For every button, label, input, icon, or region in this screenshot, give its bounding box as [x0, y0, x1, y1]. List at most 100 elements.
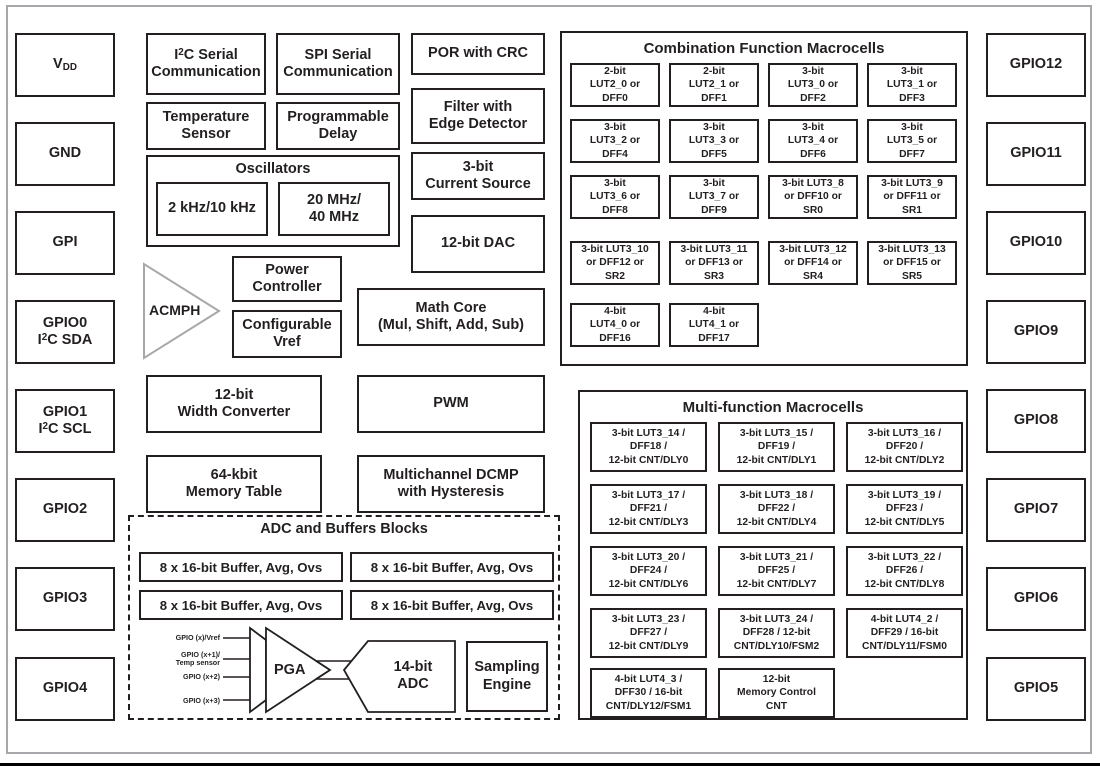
oscillator-high-label: 20 MHz/40 MHz [307, 191, 361, 225]
math-core-label: Math Core(Mul, Shift, Add, Sub) [377, 299, 525, 333]
pin-gpio5-label: GPIO5 [1013, 680, 1059, 697]
pin-gnd-label: GND [48, 145, 82, 162]
pin-gpio10[interactable]: GPIO10 [986, 211, 1086, 275]
pin-gpio6-label: GPIO6 [1013, 590, 1059, 607]
mf-macrocell-lut3-21[interactable]: 3-bit LUT3_21 /DFF25 /12-bit CNT/DLY7 [718, 546, 835, 596]
mf-macrocell-lut3-14[interactable]: 3-bit LUT3_14 /DFF18 /12-bit CNT/DLY0 [590, 422, 707, 472]
mf-macrocell-lut3-15[interactable]: 3-bit LUT3_15 /DFF19 /12-bit CNT/DLY1 [718, 422, 835, 472]
pin-gpio4[interactable]: GPIO4 [15, 657, 115, 721]
mf-macrocell-lut3-22[interactable]: 3-bit LUT3_22 /DFF26 /12-bit CNT/DLY8 [846, 546, 963, 596]
pin-gpio11[interactable]: GPIO11 [986, 122, 1086, 186]
pin-gpi[interactable]: GPI [15, 211, 115, 275]
dac-label: 12-bit DAC [440, 235, 516, 252]
pin-gpio5[interactable]: GPIO5 [986, 657, 1086, 721]
pin-gpio0[interactable]: GPIO0 I2C SDA [15, 300, 115, 364]
block-dac[interactable]: 12-bit DAC [411, 215, 545, 273]
oscillators-title: Oscillators [235, 161, 311, 177]
adc-buffer-1[interactable]: 8 x 16-bit Buffer, Avg, Ovs [139, 552, 343, 582]
i2c-sup: 2 [178, 46, 184, 58]
block-math-core[interactable]: Math Core(Mul, Shift, Add, Sub) [357, 288, 545, 346]
pin-vdd[interactable]: VDD [15, 33, 115, 97]
pin-gpio6[interactable]: GPIO6 [986, 567, 1086, 631]
pin-gpio7-label: GPIO7 [1013, 501, 1059, 518]
pin-gnd[interactable]: GND [15, 122, 115, 186]
mf-macrocell-lut3-18[interactable]: 3-bit LUT3_18 /DFF22 /12-bit CNT/DLY4 [718, 484, 835, 534]
pin-gpio12[interactable]: GPIO12 [986, 33, 1086, 97]
mux-input-label-1: GPIO (x+1)/Temp sensor [175, 650, 220, 668]
block-por-with-crc[interactable]: POR with CRC [411, 33, 545, 75]
pin-gpio7[interactable]: GPIO7 [986, 478, 1086, 542]
pin-gpio0-label: GPIO0 [42, 314, 88, 331]
block-pwm[interactable]: PWM [357, 375, 545, 433]
adc-buffer-4[interactable]: 8 x 16-bit Buffer, Avg, Ovs [350, 590, 554, 620]
mf-macrocell-lut3-16[interactable]: 3-bit LUT3_16 /DFF20 /12-bit CNT/DLY2 [846, 422, 963, 472]
block-oscillator-high-freq[interactable]: 20 MHz/40 MHz [278, 182, 390, 236]
pin-gpio0-sda: C SDA [47, 332, 93, 349]
adc-buffer-3[interactable]: 8 x 16-bit Buffer, Avg, Ovs [139, 590, 343, 620]
pga-label: PGA [274, 662, 306, 678]
pin-gpio9[interactable]: GPIO9 [986, 300, 1086, 364]
pin-gpio9-label: GPIO9 [1013, 323, 1059, 340]
mf-macrocell-lut3-19[interactable]: 3-bit LUT3_19 /DFF23 /12-bit CNT/DLY5 [846, 484, 963, 534]
pin-gpio3[interactable]: GPIO3 [15, 567, 115, 631]
pin-gpio2-label: GPIO2 [42, 501, 88, 518]
pin-gpi-label: GPI [52, 234, 78, 251]
pin-gpio8[interactable]: GPIO8 [986, 389, 1086, 453]
pin-gpio4-label: GPIO4 [42, 680, 88, 697]
mux-input-label-3: GPIO (x+3) [183, 696, 220, 705]
i2c-communication-text: Communication [151, 64, 261, 81]
block-i2c-serial-communication[interactable]: I2C Serial Communication [146, 33, 266, 95]
mf-macrocell-lut3-17[interactable]: 3-bit LUT3_17 /DFF21 /12-bit CNT/DLY3 [590, 484, 707, 534]
pin-gpio2[interactable]: GPIO2 [15, 478, 115, 542]
mf-macrocell-lut3-20[interactable]: 3-bit LUT3_20 /DFF24 /12-bit CNT/DLY6 [590, 546, 707, 596]
mf-macrocell-lut3-23[interactable]: 3-bit LUT3_23 /DFF27 /12-bit CNT/DLY9 [590, 608, 707, 658]
multifunction-macrocells-title: Multi-function Macrocells [682, 399, 864, 416]
adc-buffer-2[interactable]: 8 x 16-bit Buffer, Avg, Ovs [350, 552, 554, 582]
pin-gpio1[interactable]: GPIO1 I2C SCL [15, 389, 115, 453]
mux-input-label-2: GPIO (x+2) [183, 672, 220, 681]
block-oscillator-low-freq[interactable]: 2 kHz/10 kHz [156, 182, 268, 236]
i2c-serial-text: C Serial [183, 46, 238, 63]
